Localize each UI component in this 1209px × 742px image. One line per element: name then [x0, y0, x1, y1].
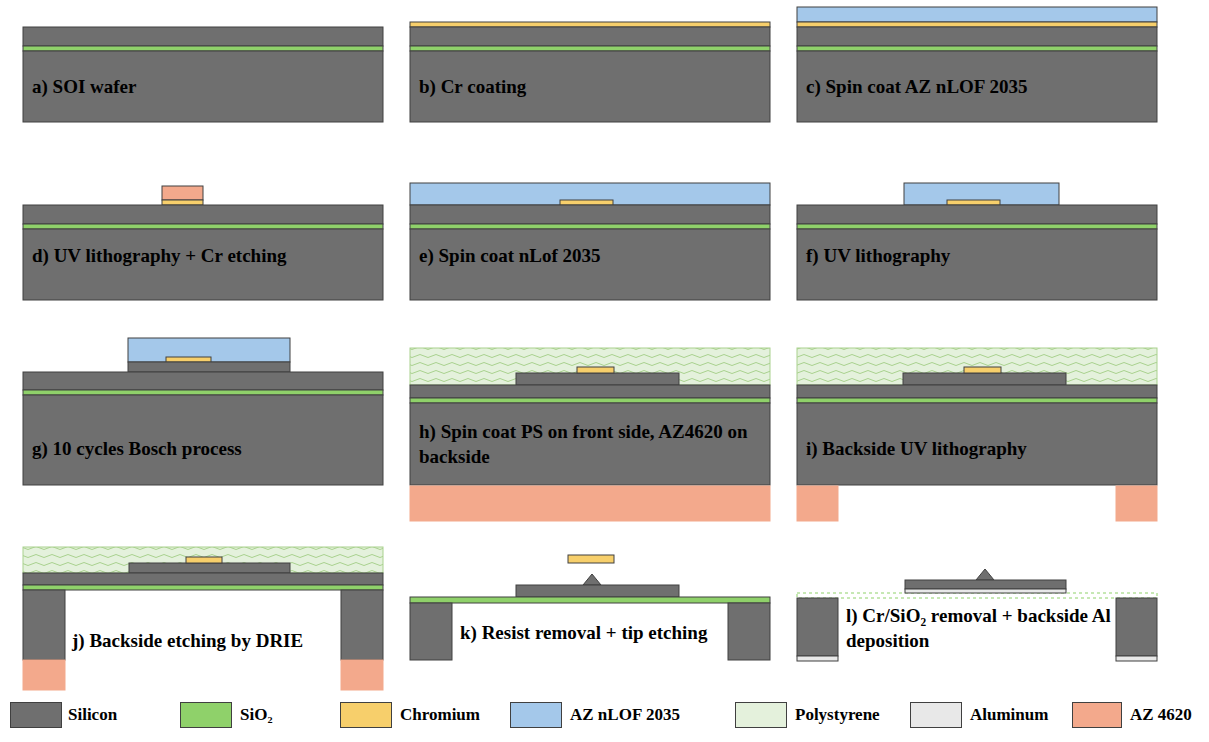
step-label: b) Cr coating: [419, 74, 526, 99]
legend-label: Aluminum: [970, 704, 1048, 726]
step-label: g) 10 cycles Bosch process: [32, 436, 377, 461]
legend-swatch: [10, 702, 62, 728]
step-label-box: e) Spin coat nLof 2035: [419, 243, 601, 268]
step-label: d) UV lithography + Cr etching: [32, 243, 287, 268]
legend-swatch: [180, 702, 232, 728]
step-label-box: f) UV lithography: [806, 243, 950, 268]
legend-swatch: [910, 702, 962, 728]
step-label-box: l) Cr/SiO₂ removal + backside Al deposit…: [846, 603, 1112, 653]
step-label: f) UV lithography: [806, 243, 950, 268]
step-label: k) Resist removal + tip etching: [460, 620, 722, 645]
step-label: a) SOI wafer: [32, 74, 136, 99]
legend-swatch: [735, 702, 787, 728]
legend-label: Polystyrene: [795, 704, 880, 726]
legend-label: Silicon: [68, 704, 117, 726]
step-label-box: j) Backside etching by DRIE: [72, 628, 338, 653]
step-label-box: k) Resist removal + tip etching: [460, 620, 722, 645]
legend-swatch: [1072, 702, 1122, 728]
legend-label: AZ 4620: [1130, 704, 1192, 726]
step-label-box: b) Cr coating: [419, 74, 526, 99]
step-label-box: d) UV lithography + Cr etching: [32, 243, 287, 268]
step-label-box: a) SOI wafer: [32, 74, 136, 99]
step-label-box: g) 10 cycles Bosch process: [32, 436, 377, 461]
step-label-box: i) Backside UV lithography: [806, 436, 1151, 461]
step-label: h) Spin coat PS on front side, AZ4620 on…: [419, 419, 764, 469]
step-label-box: h) Spin coat PS on front side, AZ4620 on…: [419, 419, 764, 469]
step-label: j) Backside etching by DRIE: [72, 628, 338, 653]
step-label: e) Spin coat nLof 2035: [419, 243, 601, 268]
step-label-box: c) Spin coat AZ nLOF 2035: [806, 74, 1028, 99]
legend-label: SiO₂: [240, 704, 273, 726]
legend-swatch: [340, 702, 392, 728]
step-label: c) Spin coat AZ nLOF 2035: [806, 74, 1028, 99]
legend-label: AZ nLOF 2035: [570, 704, 680, 726]
step-label: i) Backside UV lithography: [806, 436, 1151, 461]
legend-swatch: [510, 702, 562, 728]
step-label: l) Cr/SiO₂ removal + backside Al deposit…: [846, 603, 1112, 653]
legend-label: Chromium: [400, 704, 480, 726]
